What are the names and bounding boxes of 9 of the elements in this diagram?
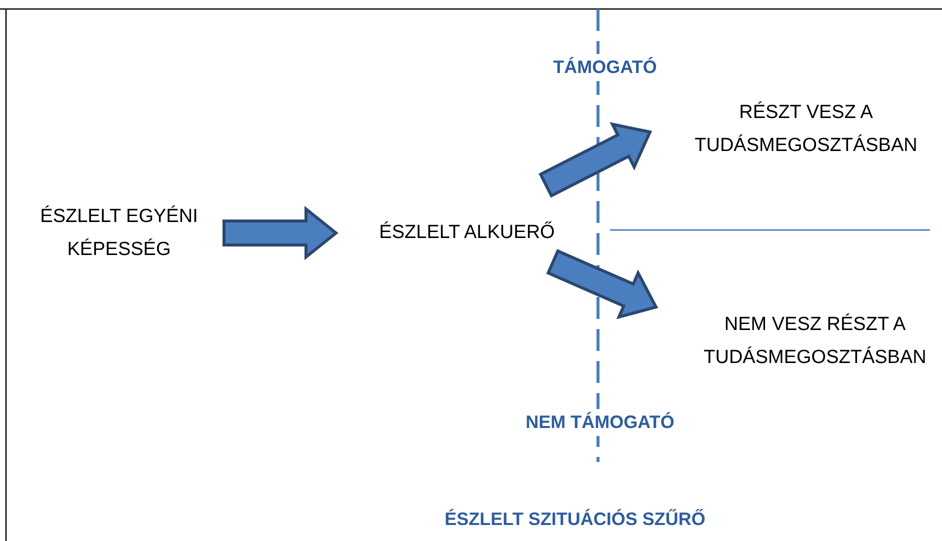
block-arrow bbox=[546, 249, 658, 320]
region-label: TÁMOGATÓ bbox=[551, 54, 659, 81]
block-arrow bbox=[222, 206, 338, 260]
block-arrow bbox=[538, 122, 652, 198]
node-text: RÉSZT VESZ A TUDÁSMEGOSZTÁSBAN bbox=[694, 100, 918, 158]
node-text: NEM VESZ RÉSZT A TUDÁSMEGOSZTÁSBAN bbox=[702, 312, 928, 370]
region-label: NEM TÁMOGATÓ bbox=[524, 409, 676, 436]
node-text: ÉSZLELT ALKUERŐ bbox=[379, 220, 555, 245]
node-text: ÉSZLELT EGYÉNI KÉPESSÉG bbox=[39, 204, 199, 262]
